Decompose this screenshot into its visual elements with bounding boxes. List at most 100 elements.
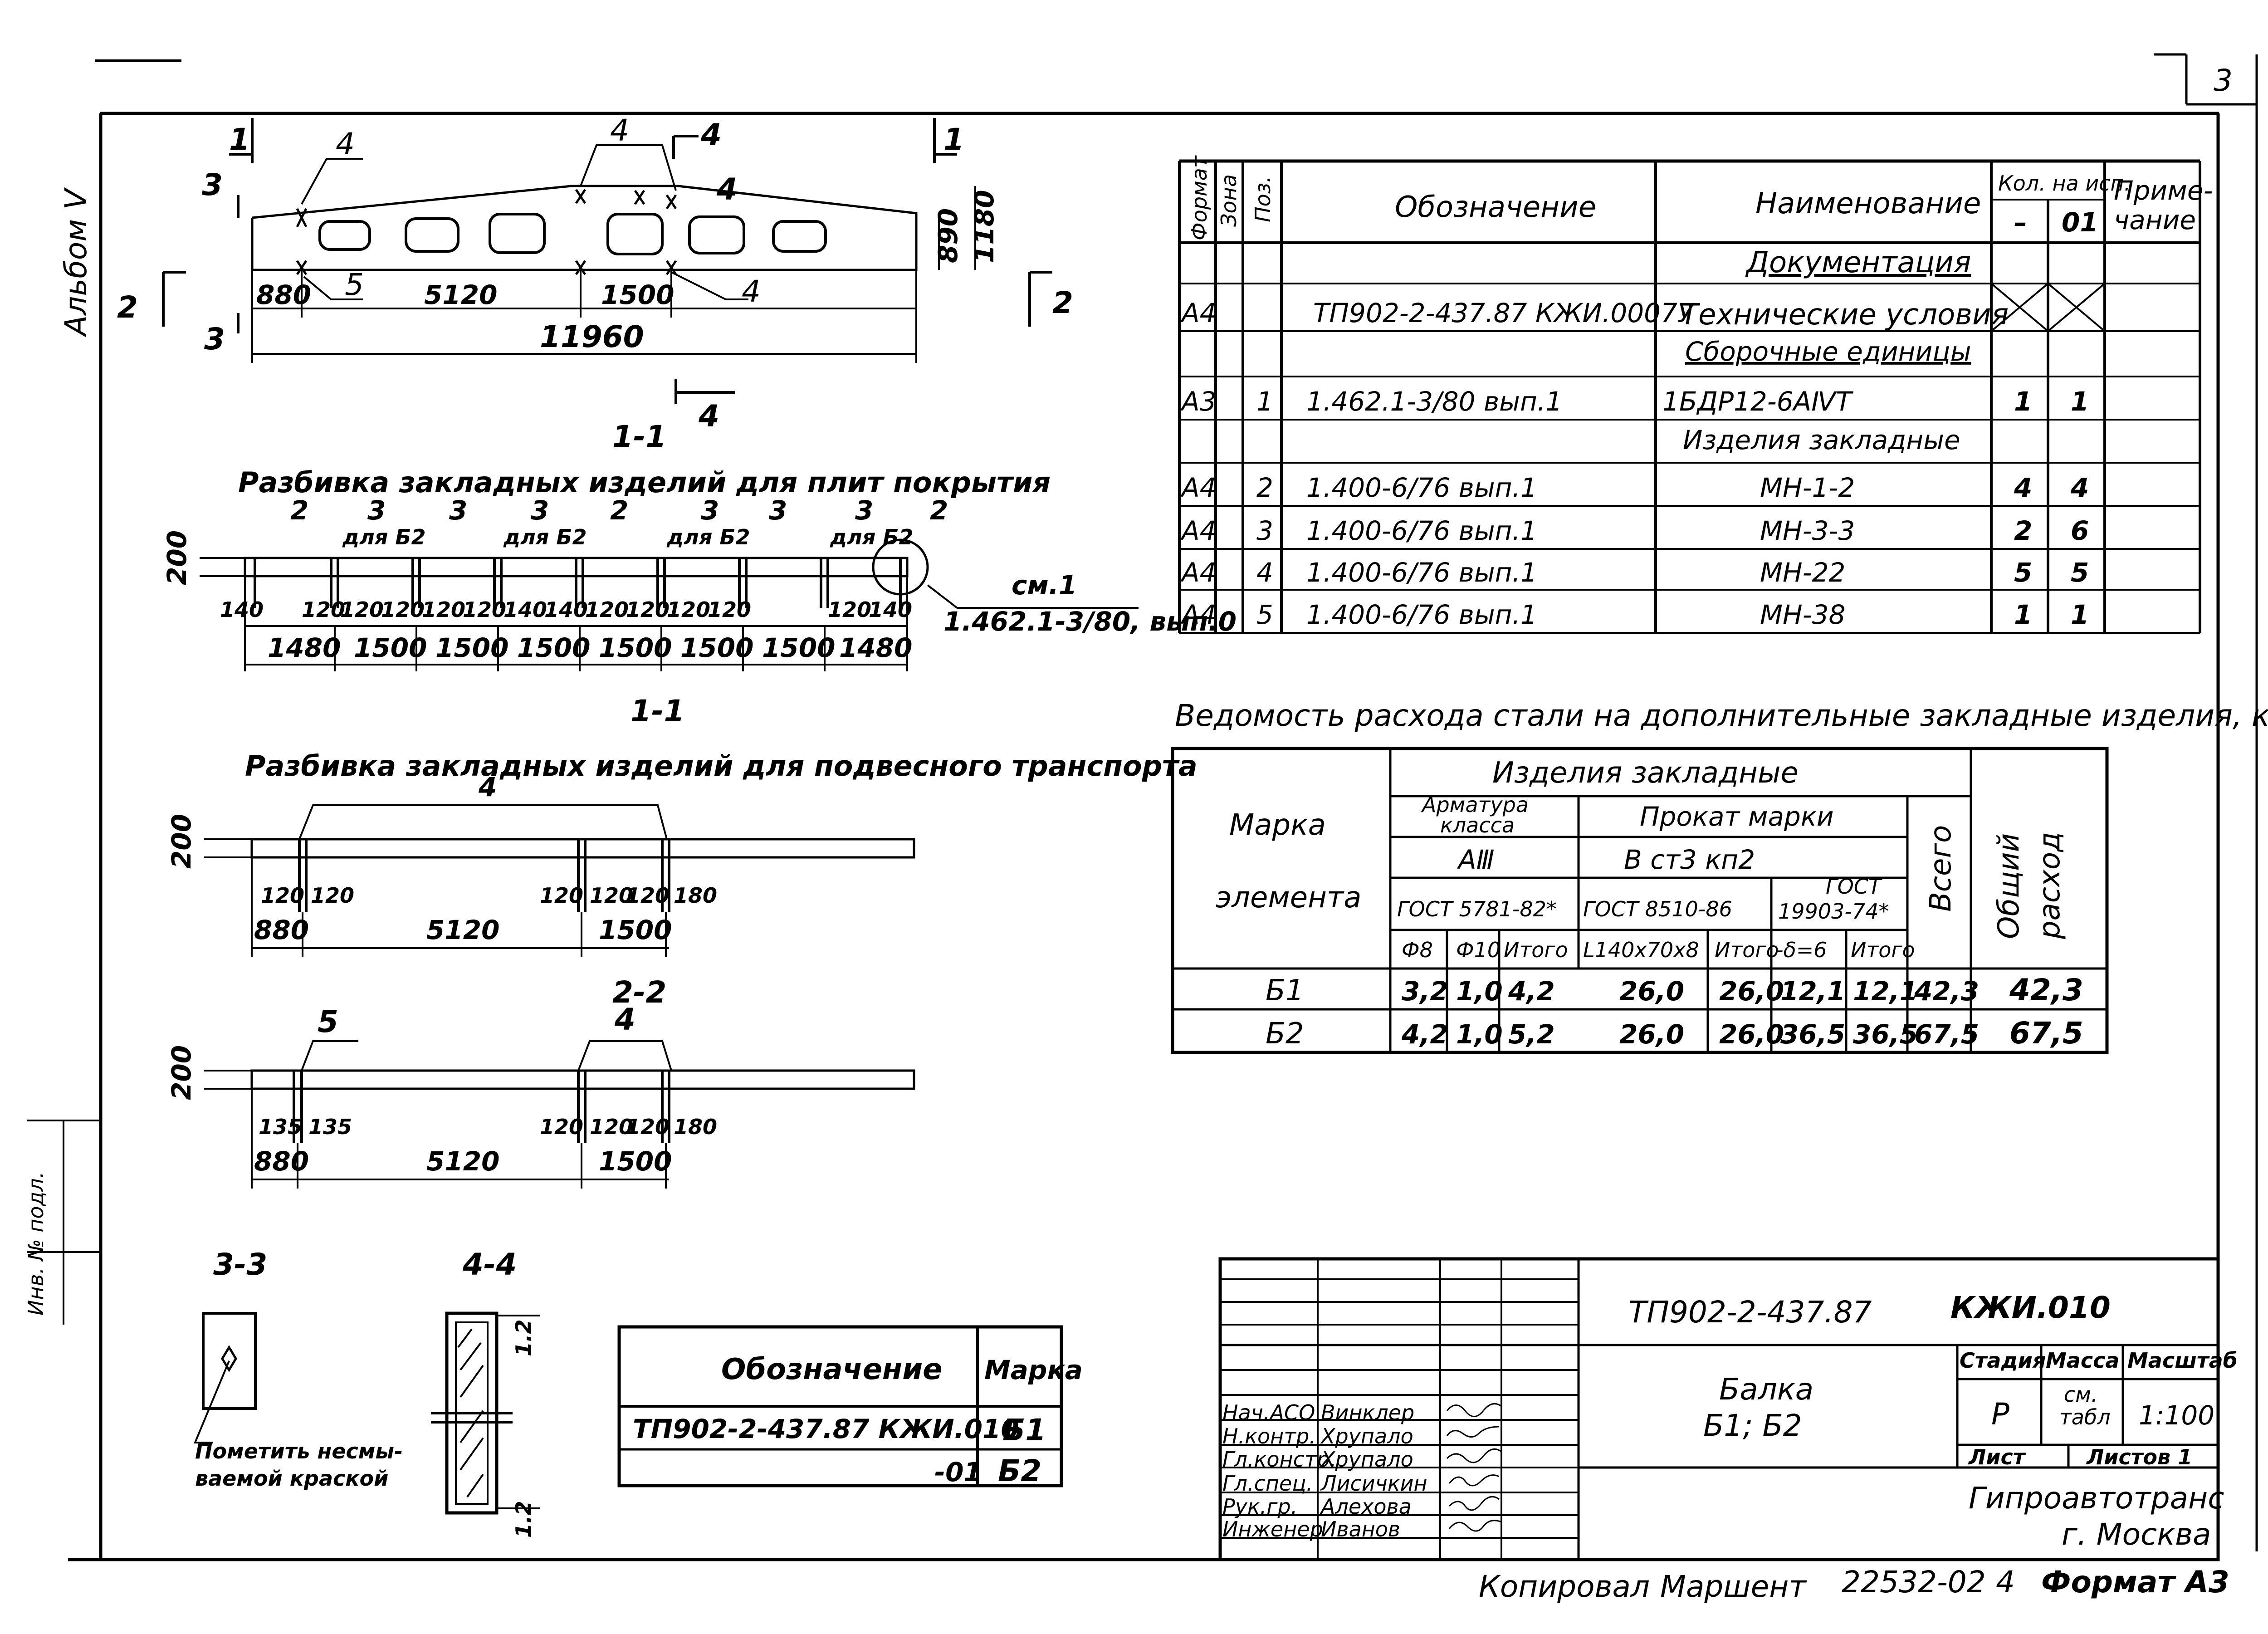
steel-gost-sheet-2: 19903-74* [1778,899,1889,924]
hoist-span-2: 1500 [599,915,672,945]
roof-span-1: 1500 [354,632,427,663]
spec-r1-format: А4 [1180,298,1217,328]
steel-rebar-2: класса [1440,813,1515,837]
footer-code: 22532-02 [1842,1565,1986,1600]
steel-r0-mark: Б1 [1266,974,1304,1008]
spec-r5-designation: 1.400-6/76 вып.1 [1306,472,1537,503]
callout-4c: 4 [742,274,761,309]
steel-r1-sum2: 26,0 [1719,1019,1784,1050]
steel-sub-2: Итого [1504,938,1568,962]
marks-row-0-mark: Б1 [1002,1413,1046,1448]
hoist-small-1: 120 [311,883,354,908]
steel-rolled: Прокат марки [1640,801,1834,832]
spec-r1-designation: ТП902-2-437.87 КЖИ.0007У [1313,298,1695,328]
dim-11960: 11960 [540,319,644,354]
roof-note-2: для Б2 [666,525,750,549]
spec-r8-name: МН-38 [1760,599,1845,630]
tb-stage-hdr: Стадия [1960,1348,2046,1373]
section-mark-3b: 3 [204,322,225,357]
marks-table: Обозначение Марка ТП902-2-437.87 КЖИ.010… [617,1325,1083,1488]
tb-staff-3-name: Лисичкин [1320,1471,1427,1496]
section-22-mark-5: 5 [318,1004,338,1039]
section-33-note-1: Пометить несмы- [195,1439,403,1463]
roof-mark-8: 2 [930,495,948,526]
dim-1500: 1500 [601,279,674,310]
spec-r1-name: Технические условия [1681,298,2009,332]
steel-sub-3: L140х70х8 [1583,938,1699,962]
steel-r1-sheet: 36,5 [1780,1019,1845,1050]
steel-r1-f10: 1,0 [1456,1019,1503,1050]
spec-hdr-qty: Кол. на исп. [1998,171,2131,196]
sheet-frame: 3 Альбом V Инв. № подл. [24,53,2258,1561]
hoist-mark: 4 [478,772,497,802]
steel-r1-grand: 67,5 [2009,1016,2083,1051]
footer-format: Формат А3 [2041,1565,2229,1600]
tb-doc-suffix: КЖИ.010 [1950,1290,2111,1325]
spec-r0-name: Документация [1745,246,1971,279]
steel-r1-f8: 4,2 [1401,1019,1448,1050]
spec-r7-name: МН-22 [1760,557,1845,588]
tb-scale: 1:100 [2139,1400,2214,1431]
spec-r6-q2: 6 [2071,515,2089,546]
section-mark-4c: 4 [716,172,738,207]
hoist-span-1: 5120 [426,915,499,945]
spec-r3-q1: 1 [2014,386,2032,417]
section-mark-3a: 3 [202,167,223,202]
section-22-span-1: 5120 [426,1146,499,1177]
spec-r3-name: 1БДР12-6АⅣТ [1662,386,1854,417]
roof-small-10: 120 [667,597,710,622]
roof-span-3: 1500 [517,632,590,663]
roof-height: 200 [161,530,192,585]
callout-4b: 4 [610,113,629,148]
steel-grand-2: расход [2033,832,2067,939]
signatures [1446,1403,1502,1532]
roof-small-7: 140 [544,597,588,622]
tb-sheets-hdr: Листов 1 [2086,1445,2192,1469]
roof-plates-layout: Разбивка закладных изделий для плит покр… [161,466,1237,671]
roof-small-13: 140 [869,597,912,622]
tb-stage: Р [1991,1397,2009,1432]
roof-small-8: 120 [585,597,629,622]
roof-span-4: 1500 [599,632,672,663]
section-mark-4b: 4 [698,399,719,434]
footer-num: 4 [1996,1565,2015,1600]
steel-r0-sheet: 12,1 [1780,976,1845,1007]
roof-small-11: 120 [708,597,751,622]
steel-gost-rebar: ГОСТ 5781-82* [1397,897,1557,921]
steel-r0-sum2: 26,0 [1719,976,1784,1007]
section-mark-2a: 2 [117,290,138,325]
tb-staff-1-role: Н.контр. [1222,1424,1316,1448]
roof-callout-doc: 1.462.1-3/80, вып.0 [943,606,1237,637]
footer-copier: Маршент [1660,1569,1807,1604]
roof-note-1: для Б2 [503,525,587,549]
steel-r0-sum1: 4,2 [1508,976,1555,1007]
album-label: Альбом V [59,187,93,338]
spec-r3-q2: 1 [2071,386,2089,417]
roof-mark-4: 2 [610,495,628,526]
embed-marks [296,189,677,275]
roof-small-9: 120 [626,597,670,622]
steel-r1-sum3: 36,5 [1853,1019,1918,1050]
roof-mark-0: 2 [290,495,308,526]
spec-r5-q1: 4 [2014,472,2032,503]
section-33-label: 3-3 [213,1247,267,1282]
marks-row-1-mark: Б2 [998,1453,1041,1488]
spec-qty-col-0: – [2014,207,2027,238]
spec-r7-pos: 4 [1256,557,1273,588]
tb-org-2: г. Москва [2062,1517,2211,1552]
roof-callout-ref: см.1 [1012,570,1077,601]
section-22-mark-4: 4 [614,1002,635,1037]
section-22-height: 200 [166,1045,197,1100]
spec-r8-format: А4 [1180,599,1217,630]
steel-r1-angle: 26,0 [1619,1019,1684,1050]
steel-sub-0: Ф8 [1402,938,1433,962]
height-890: 890 [933,208,963,263]
tb-title-2: Б1; Б2 [1703,1408,1802,1443]
spec-hdr-note-2: чание [2114,205,2196,235]
section-22-span-2: 1500 [599,1146,672,1177]
spec-r8-pos: 5 [1256,599,1273,630]
sheet-number: 3 [2214,63,2233,98]
roof-span-7: 1480 [839,632,912,663]
svg-text:1.2: 1.2 [511,1501,536,1538]
